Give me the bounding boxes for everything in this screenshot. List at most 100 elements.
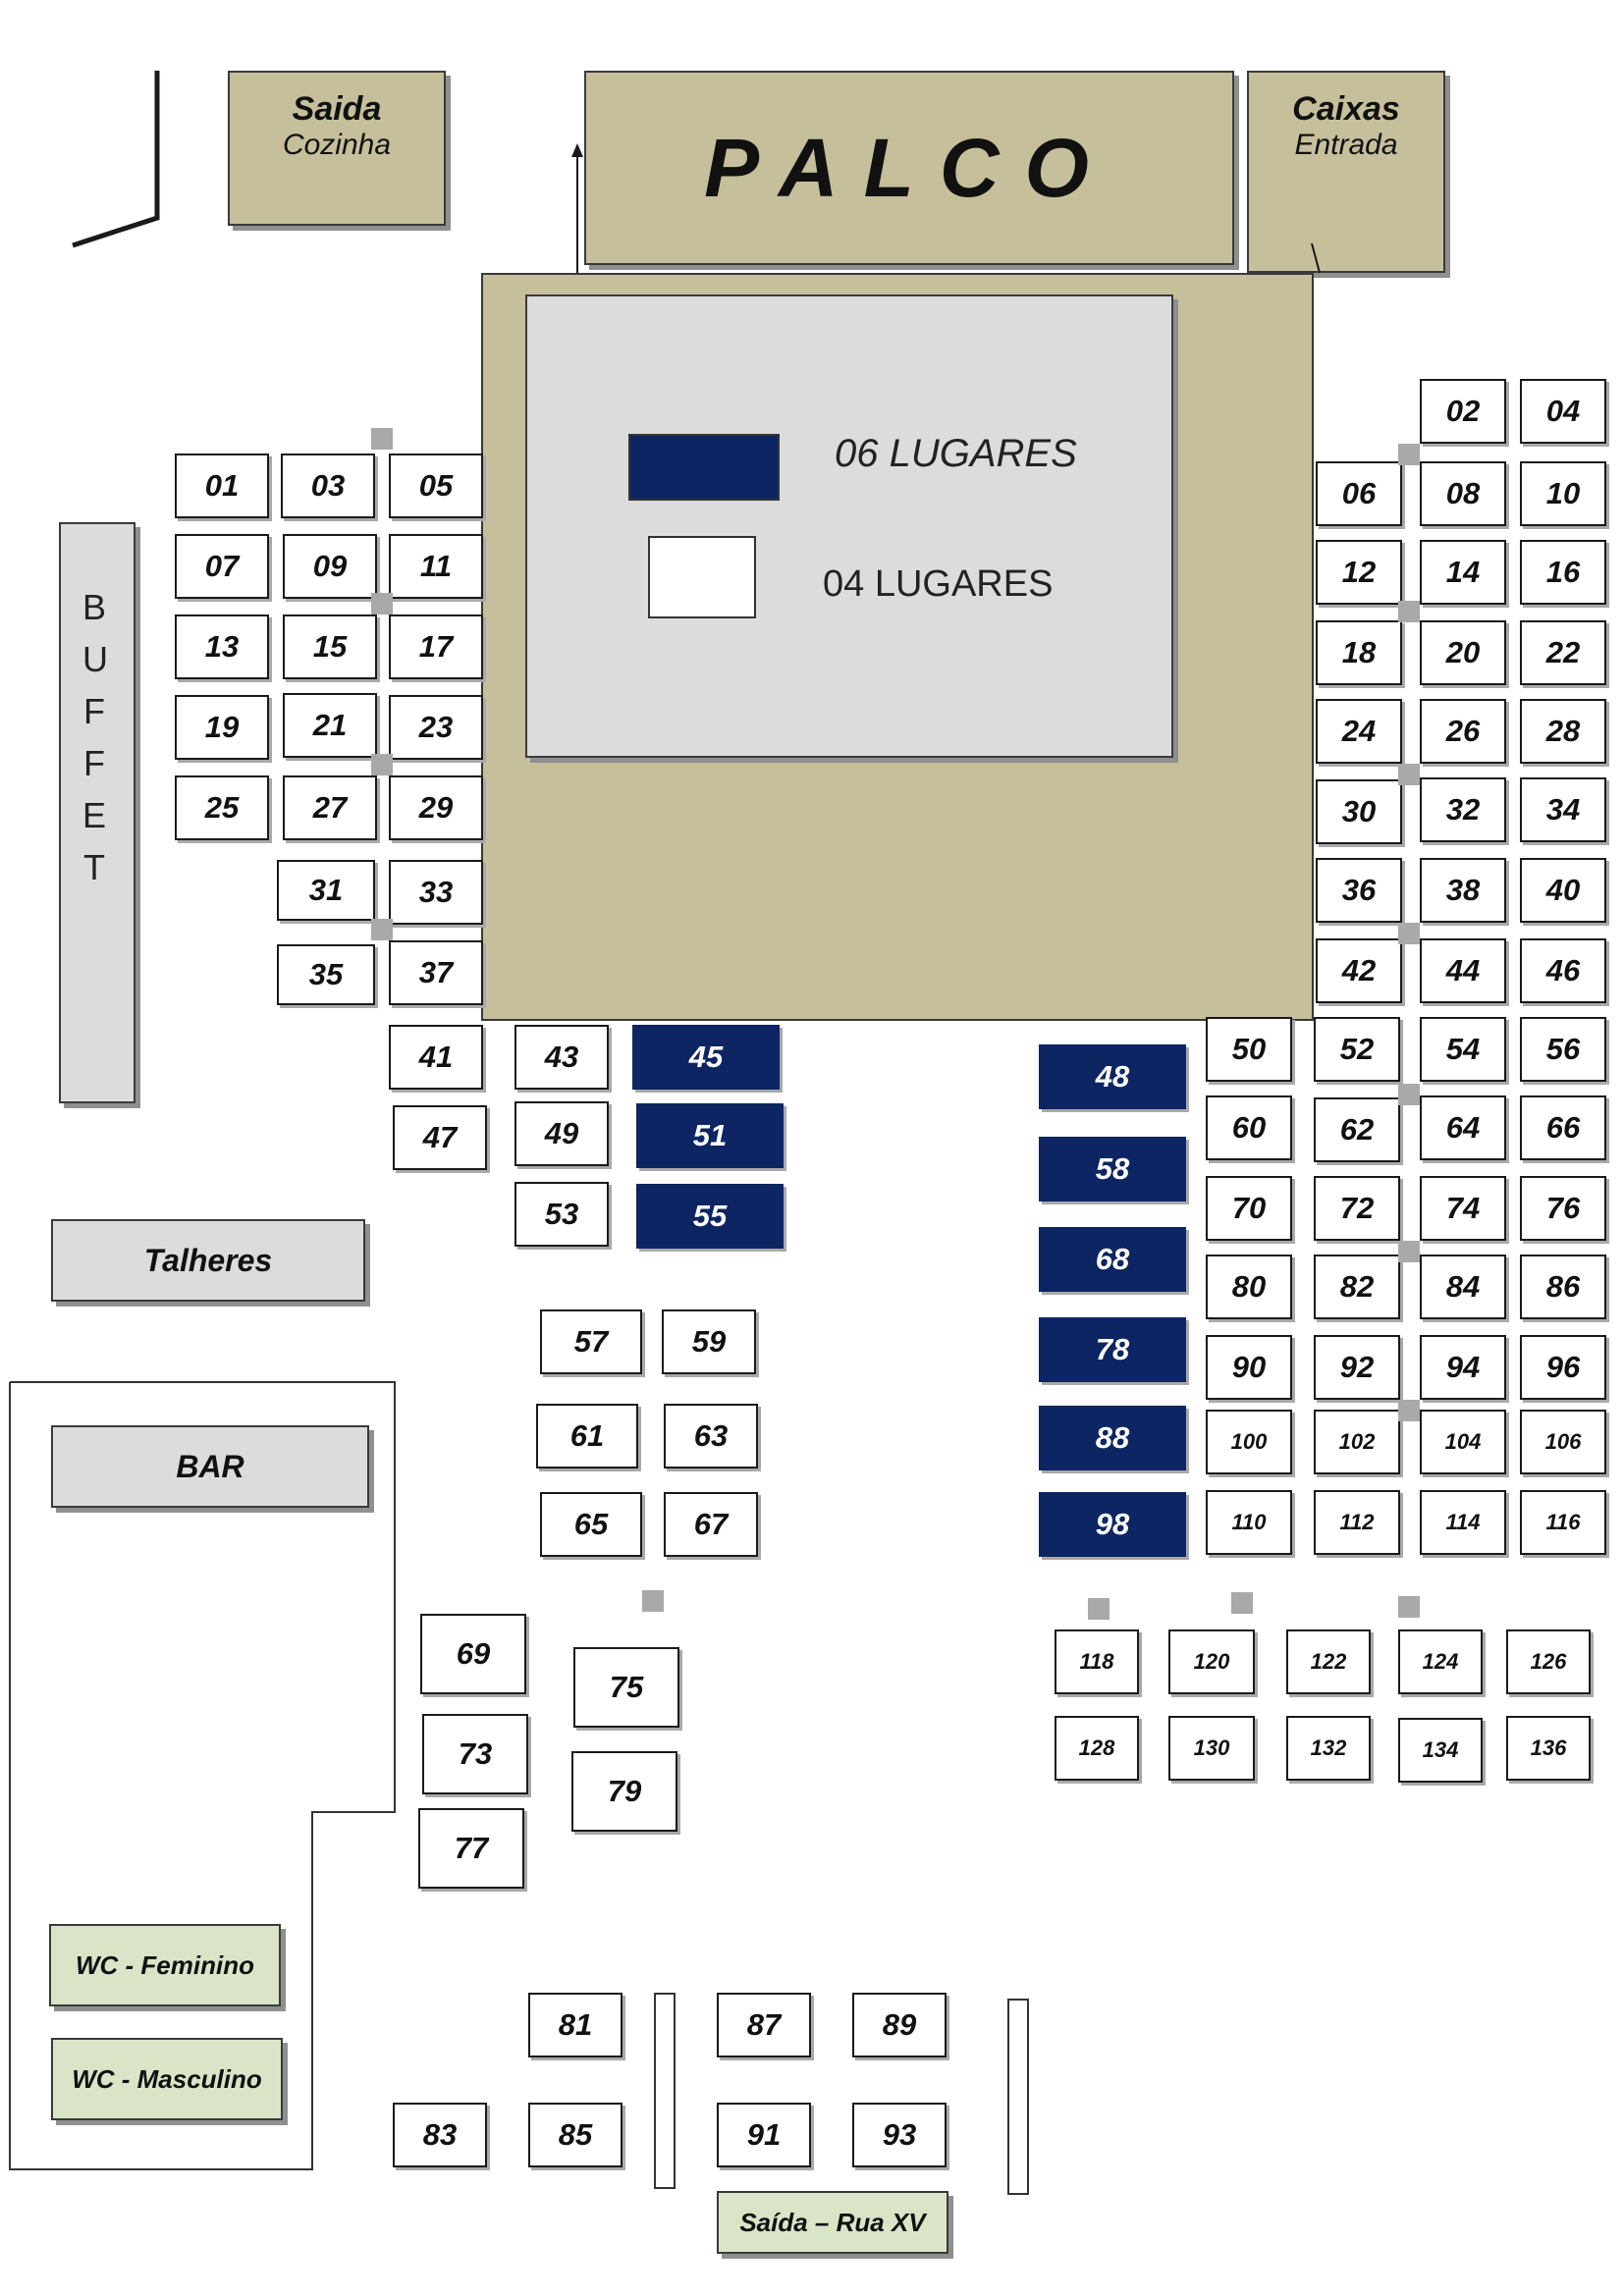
table-85: 85	[528, 2103, 623, 2167]
table-21: 21	[283, 693, 377, 758]
pillar	[1398, 1084, 1420, 1105]
cutlery-label: Talheres	[143, 1242, 273, 1278]
table-53: 53	[514, 1182, 609, 1247]
pillar	[1398, 601, 1420, 622]
table-89: 89	[852, 1993, 947, 2057]
table-80: 80	[1206, 1255, 1292, 1319]
table-18: 18	[1316, 620, 1402, 685]
stage: PALCO	[584, 71, 1234, 265]
table-134: 134	[1398, 1718, 1483, 1783]
table-02: 02	[1420, 379, 1506, 444]
table-60: 60	[1206, 1095, 1292, 1160]
table-45: 45	[632, 1025, 780, 1090]
cashier-entrance-box: Caixas Entrada	[1247, 71, 1445, 273]
table-30: 30	[1316, 779, 1402, 844]
table-124: 124	[1398, 1629, 1483, 1694]
table-90: 90	[1206, 1335, 1292, 1400]
table-13: 13	[175, 614, 269, 679]
table-27: 27	[283, 775, 377, 840]
wc-female: WC - Feminino	[49, 1924, 281, 2006]
table-05: 05	[389, 454, 483, 518]
table-64: 64	[1420, 1095, 1506, 1160]
table-46: 46	[1520, 938, 1606, 1003]
table-49: 49	[514, 1101, 609, 1166]
table-26: 26	[1420, 699, 1506, 764]
table-86: 86	[1520, 1255, 1606, 1319]
pillar	[1231, 1592, 1253, 1614]
legend-four-seats-label: 04 LUGARES	[823, 563, 1054, 605]
table-03: 03	[281, 454, 375, 518]
table-51: 51	[636, 1103, 784, 1168]
table-33: 33	[389, 860, 483, 925]
table-116: 116	[1520, 1490, 1606, 1555]
table-66: 66	[1520, 1095, 1606, 1160]
partition-left	[654, 1993, 676, 2189]
table-29: 29	[389, 775, 483, 840]
buffet-label: BUFFET	[82, 587, 108, 887]
legend-four-seats-swatch	[648, 536, 756, 618]
table-36: 36	[1316, 858, 1402, 923]
pillar	[371, 428, 393, 450]
pillar	[1398, 444, 1420, 465]
kitchen-exit-box: Saida Cozinha	[228, 71, 446, 226]
legend-six-seats-swatch	[628, 434, 780, 501]
cashier-title: Caixas	[1292, 90, 1400, 128]
table-04: 04	[1520, 379, 1606, 444]
table-43: 43	[514, 1025, 609, 1090]
table-25: 25	[175, 775, 269, 840]
cashier-subtitle: Entrada	[1294, 129, 1398, 161]
table-58: 58	[1039, 1137, 1186, 1201]
table-69: 69	[420, 1614, 526, 1694]
bar-label: BAR	[176, 1448, 244, 1484]
table-92: 92	[1314, 1335, 1400, 1400]
wc-male: WC - Masculino	[51, 2038, 283, 2120]
table-62: 62	[1314, 1097, 1400, 1162]
table-24: 24	[1316, 699, 1402, 764]
table-20: 20	[1420, 620, 1506, 685]
table-09: 09	[283, 534, 377, 599]
street-exit-label: Saída – Rua XV	[739, 2207, 926, 2237]
table-122: 122	[1286, 1629, 1371, 1694]
table-120: 120	[1168, 1629, 1255, 1694]
table-87: 87	[717, 1993, 811, 2057]
table-81: 81	[528, 1993, 623, 2057]
table-126: 126	[1506, 1629, 1591, 1694]
pillar	[371, 919, 393, 940]
table-01: 01	[175, 454, 269, 518]
table-106: 106	[1520, 1410, 1606, 1474]
table-10: 10	[1520, 461, 1606, 526]
table-75: 75	[573, 1647, 679, 1728]
table-68: 68	[1039, 1227, 1186, 1292]
pillar	[371, 593, 393, 614]
table-31: 31	[277, 860, 375, 921]
table-110: 110	[1206, 1490, 1292, 1555]
table-100: 100	[1206, 1410, 1292, 1474]
wc-male-label: WC - Masculino	[72, 2063, 262, 2094]
street-exit: Saída – Rua XV	[717, 2191, 948, 2254]
table-84: 84	[1420, 1255, 1506, 1319]
table-59: 59	[662, 1309, 756, 1374]
table-28: 28	[1520, 699, 1606, 764]
table-72: 72	[1314, 1176, 1400, 1241]
table-82: 82	[1314, 1255, 1400, 1319]
pillar	[371, 754, 393, 775]
table-38: 38	[1420, 858, 1506, 923]
table-102: 102	[1314, 1410, 1400, 1474]
table-12: 12	[1316, 540, 1402, 605]
table-112: 112	[1314, 1490, 1400, 1555]
table-98: 98	[1039, 1492, 1186, 1557]
table-67: 67	[664, 1492, 758, 1557]
table-48: 48	[1039, 1044, 1186, 1109]
table-55: 55	[636, 1184, 784, 1249]
table-94: 94	[1420, 1335, 1506, 1400]
table-15: 15	[283, 614, 377, 679]
kitchen-exit-subtitle: Cozinha	[282, 129, 392, 161]
table-32: 32	[1420, 777, 1506, 842]
pillar	[642, 1590, 664, 1612]
table-50: 50	[1206, 1017, 1292, 1082]
table-16: 16	[1520, 540, 1606, 605]
partition-right	[1007, 1999, 1029, 2195]
table-132: 132	[1286, 1716, 1371, 1781]
table-83: 83	[393, 2103, 487, 2167]
pillar	[1398, 764, 1420, 785]
